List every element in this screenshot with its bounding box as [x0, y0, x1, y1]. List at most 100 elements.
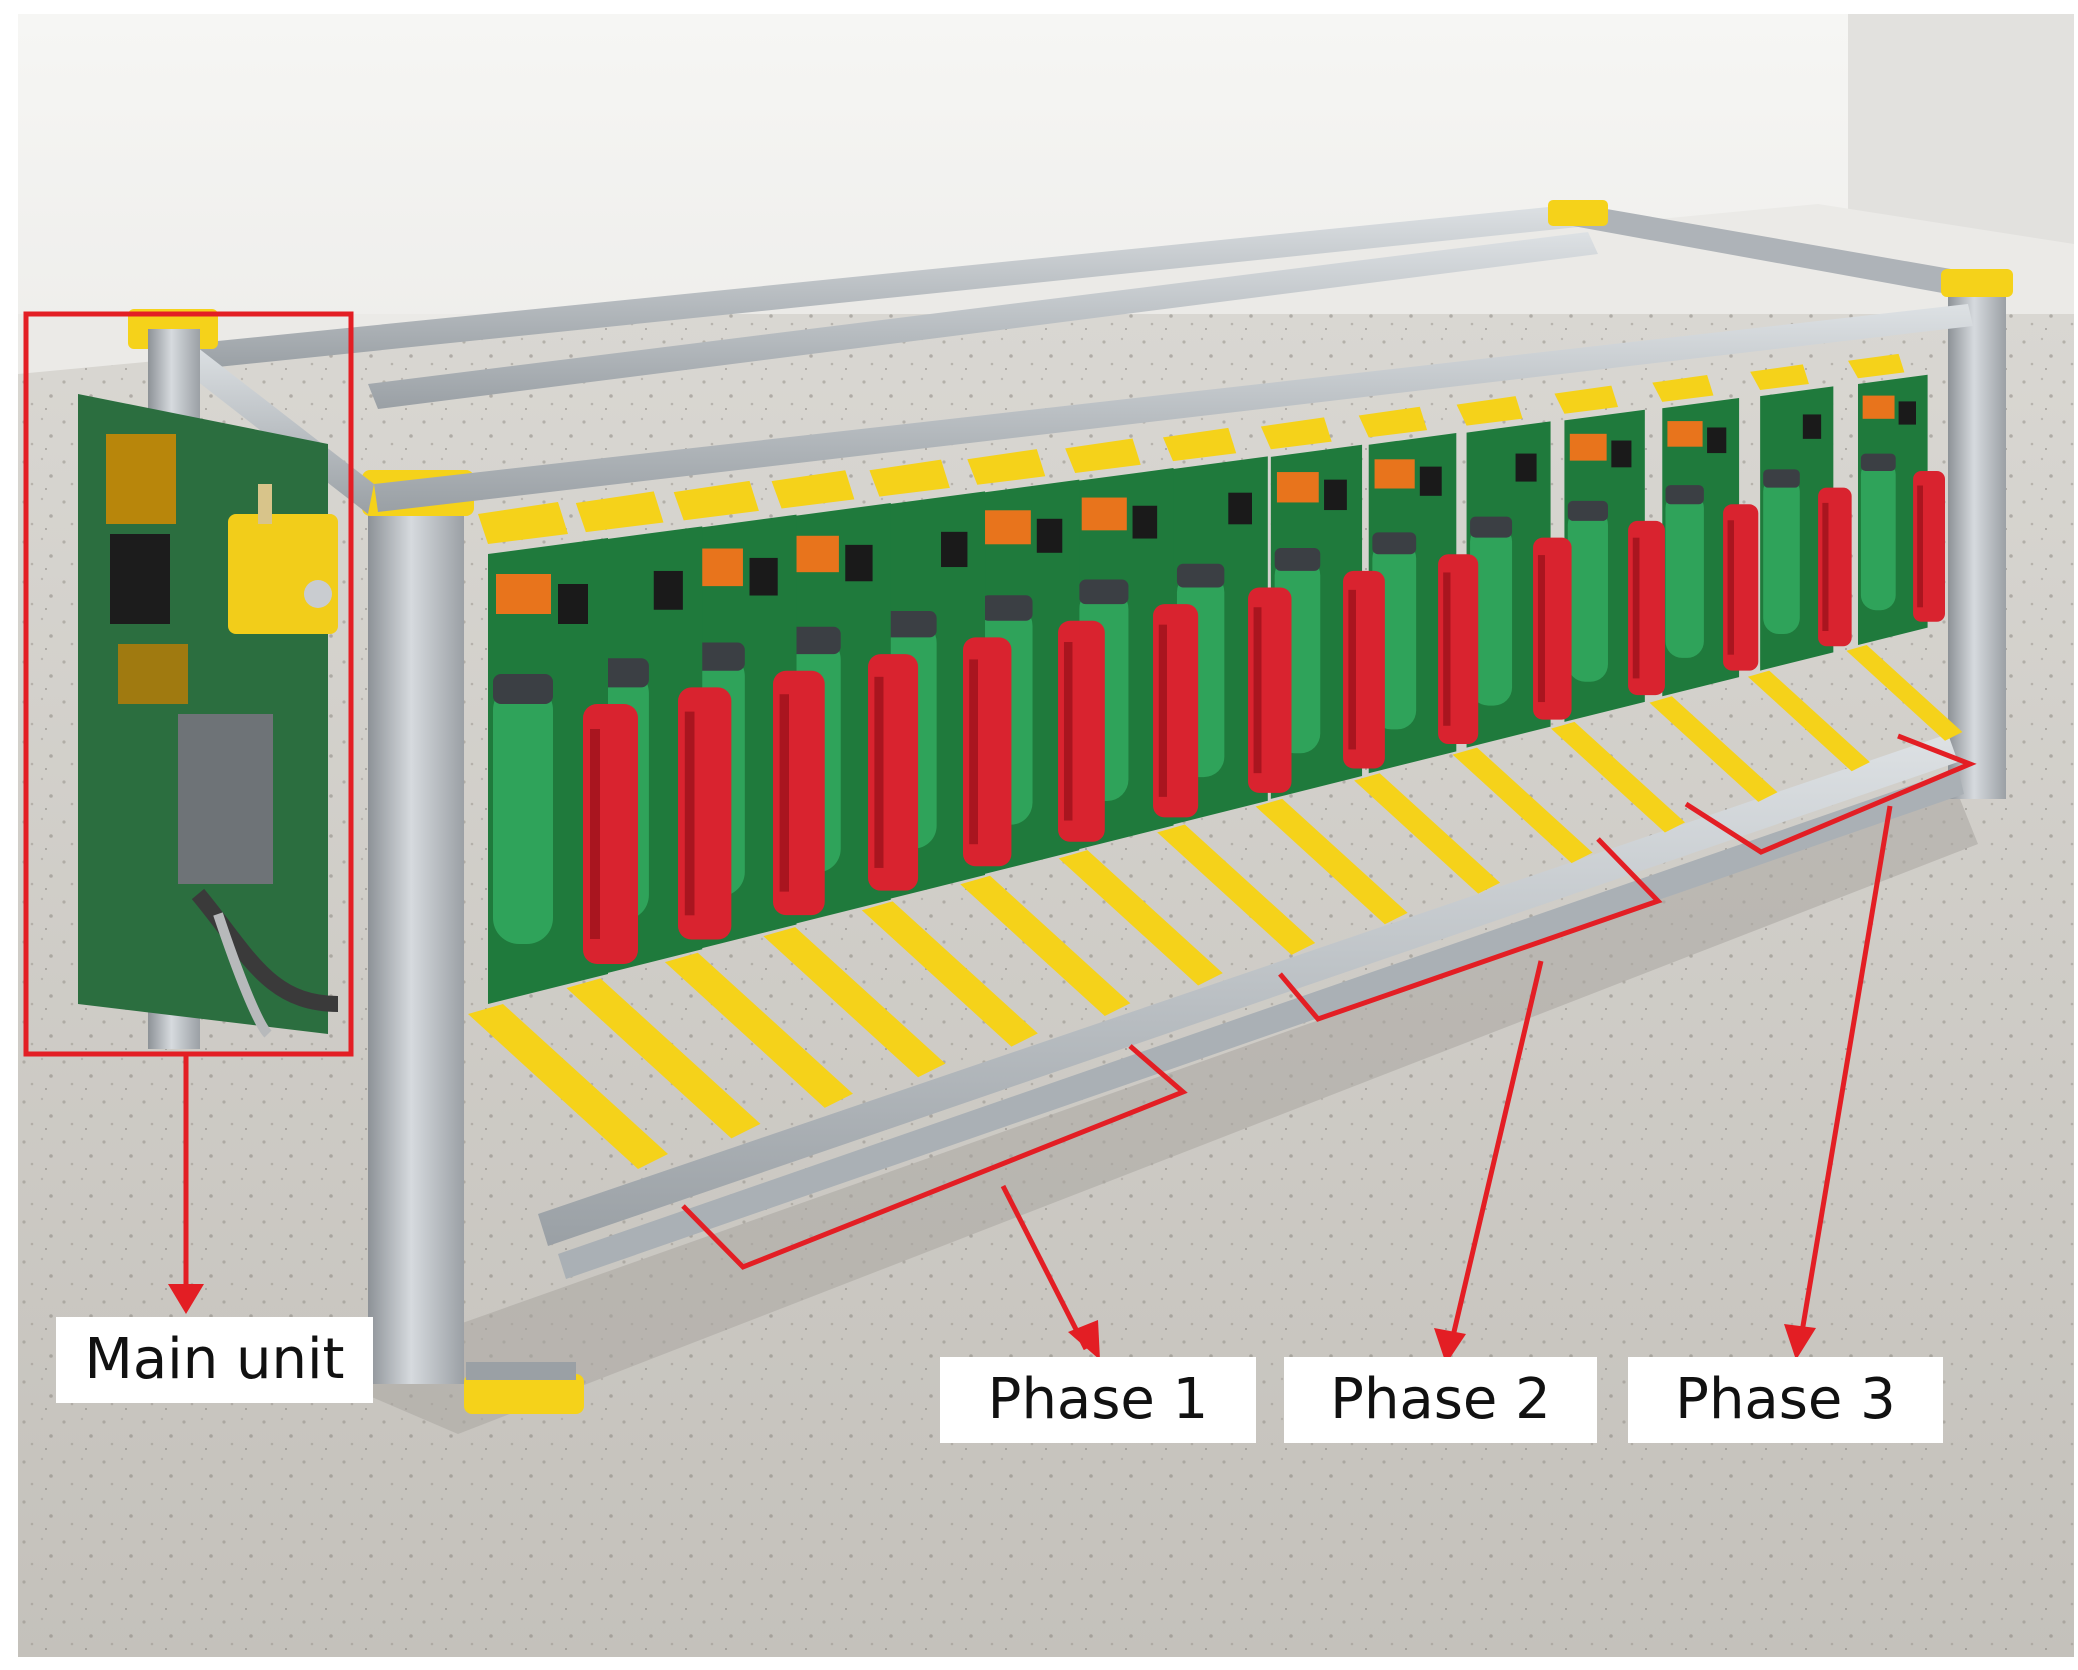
- top-bracket: [771, 470, 855, 509]
- battery-module: [1858, 374, 1945, 645]
- bottom-guide: [1255, 798, 1408, 925]
- callouts: [23, 311, 1977, 1364]
- handle-groove: [874, 676, 884, 868]
- bottom-guide: [763, 927, 946, 1078]
- top-slot-brackets: [478, 353, 1905, 544]
- cell-holder: [1079, 579, 1129, 605]
- display: [1324, 479, 1347, 511]
- top-bracket: [673, 480, 759, 521]
- display: [653, 570, 683, 610]
- battery-cell: [1567, 507, 1608, 682]
- relay: [1667, 421, 1703, 447]
- handle-groove: [1727, 520, 1734, 655]
- main-unit-label: Main unit: [56, 1317, 373, 1403]
- phase-3-label: Phase 3: [1628, 1357, 1943, 1443]
- handle-groove: [1443, 572, 1451, 726]
- top-bracket: [869, 459, 950, 497]
- battery-module: [1270, 444, 1385, 799]
- display: [749, 557, 778, 596]
- display: [1132, 505, 1158, 539]
- cell-holder: [1372, 532, 1417, 555]
- cell-holder: [1274, 548, 1321, 571]
- handle-groove: [684, 711, 695, 916]
- cell-holder: [883, 611, 937, 638]
- relay: [984, 510, 1031, 545]
- bottom-guide: [566, 978, 761, 1139]
- display: [1611, 440, 1632, 468]
- bottom-guide: [664, 952, 853, 1108]
- main-unit-board: [78, 394, 339, 1038]
- battery-cell: [493, 684, 553, 944]
- display: [1419, 466, 1442, 496]
- bottom-guide: [468, 1004, 668, 1169]
- bottom-guide: [1649, 696, 1778, 802]
- handle-groove: [779, 694, 789, 892]
- battery-module: [1075, 468, 1199, 851]
- top-bracket: [575, 491, 664, 533]
- battery-cell: [1470, 523, 1513, 706]
- relay: [788, 535, 839, 573]
- relay: [1374, 459, 1415, 489]
- battery-rack-photo: [18, 14, 2074, 1657]
- display: [1515, 453, 1537, 482]
- top-bracket: [1750, 364, 1809, 391]
- handle-groove: [1822, 502, 1829, 631]
- top-bracket: [1848, 353, 1905, 379]
- cell-holder: [786, 626, 841, 655]
- relay: [1569, 433, 1607, 461]
- battery-module: [1564, 409, 1665, 722]
- phase-3-bracket: [1684, 733, 1977, 855]
- handle-groove: [1348, 589, 1356, 750]
- photo: [18, 14, 2074, 1657]
- bottom-guide: [1354, 773, 1501, 894]
- phase-2-bracket: [1278, 837, 1663, 1022]
- top-bracket: [1065, 438, 1141, 473]
- top-bracket: [1358, 406, 1428, 438]
- top-bracket: [1652, 375, 1714, 402]
- cell-holder: [1470, 516, 1513, 538]
- relay: [1081, 497, 1127, 531]
- top-bracket: [1163, 427, 1237, 462]
- display: [941, 531, 968, 568]
- phase-1-label: Phase 1: [940, 1357, 1256, 1443]
- display: [845, 544, 873, 582]
- cell-holder: [1176, 563, 1225, 588]
- bottom-guide: [960, 875, 1131, 1017]
- cell-holder: [1567, 500, 1608, 521]
- battery-module: [488, 538, 638, 1004]
- cell-holder: [1665, 485, 1704, 505]
- cell-holder: [1763, 469, 1800, 488]
- battery-module: [1760, 386, 1852, 671]
- bottom-guide: [1551, 721, 1686, 833]
- rack-frame-back: [188, 200, 2013, 799]
- battery-module: [1662, 398, 1759, 697]
- rack-shadow: [318, 794, 1978, 1434]
- display: [1707, 427, 1727, 454]
- cell-holder: [981, 595, 1033, 621]
- handle-groove: [1158, 624, 1167, 797]
- relay: [1276, 472, 1319, 503]
- cell-holder: [493, 674, 553, 704]
- phase-1-bracket: [681, 1044, 1188, 1270]
- phase-2-label: Phase 2: [1284, 1357, 1597, 1443]
- top-bracket: [1260, 417, 1332, 450]
- relay: [1862, 395, 1895, 419]
- handle-groove: [1917, 485, 1923, 608]
- handle-groove: [1253, 607, 1262, 774]
- bottom-slot-guides: [468, 645, 1963, 1169]
- handle-groove: [1632, 537, 1640, 679]
- handle-groove: [1537, 555, 1545, 703]
- bottom-guide: [1747, 670, 1870, 772]
- handle-groove: [1063, 642, 1073, 821]
- display: [1898, 401, 1916, 425]
- top-bracket: [478, 502, 568, 544]
- display: [1036, 518, 1063, 553]
- display: [558, 584, 588, 624]
- main-unit-arrowhead: [168, 1284, 204, 1314]
- bottom-guide: [1058, 850, 1223, 986]
- bottom-guide: [1452, 747, 1593, 864]
- battery-cell: [1665, 491, 1704, 658]
- battery-cell: [1763, 475, 1800, 635]
- battery-module: [1466, 421, 1572, 748]
- cell-holder: [1860, 453, 1896, 471]
